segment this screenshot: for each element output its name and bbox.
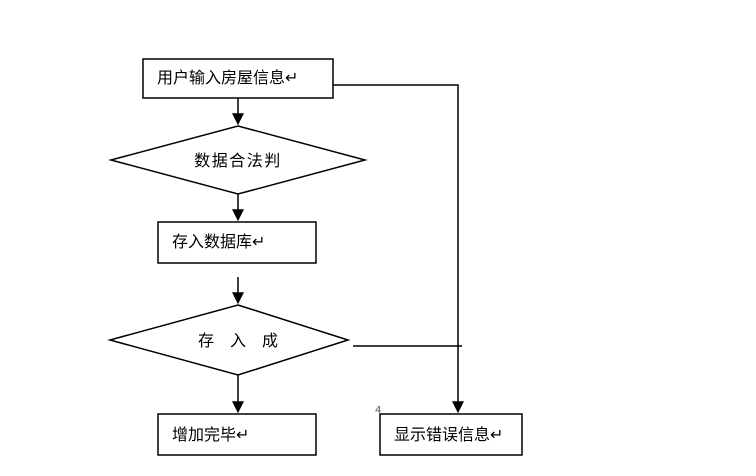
store-db-box	[157, 221, 317, 264]
node-store-db: 存入数据库↵	[157, 221, 317, 264]
node-input-info: 用户输入房屋信息↵	[142, 58, 334, 99]
stray-mark: 4	[375, 405, 381, 416]
add-done-label: 增加完毕↵	[172, 425, 249, 444]
node-data-valid: 数据合法判	[108, 125, 368, 195]
store-db-label: 存入数据库↵	[172, 232, 265, 251]
input-info-box	[142, 58, 334, 99]
data-valid-label: 数据合法判	[194, 151, 282, 170]
node-add-done: 增加完毕↵	[157, 413, 317, 456]
input-info-label: 用户输入房屋信息↵	[157, 68, 298, 87]
arrow-input-to-error	[333, 84, 464, 414]
node-store-success: 存 入 成	[107, 304, 351, 376]
show-error-box	[379, 413, 523, 456]
store-success-label: 存 入 成	[198, 331, 278, 350]
show-error-label: 显示错误信息↵	[394, 425, 503, 444]
node-show-error: 显示错误信息↵	[379, 413, 523, 456]
add-done-box	[157, 413, 317, 456]
